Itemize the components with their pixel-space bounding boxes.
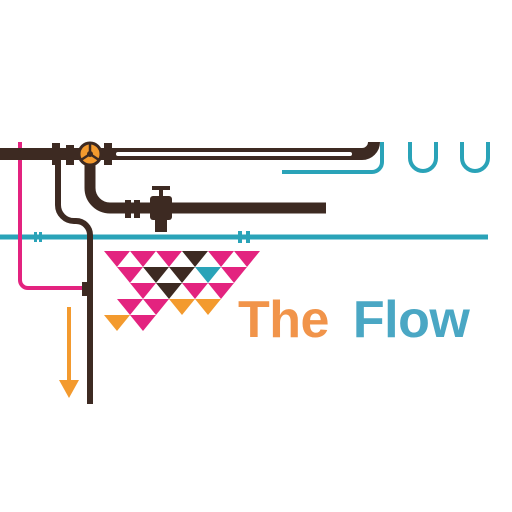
pattern-triangle	[130, 315, 156, 331]
pattern-triangle	[169, 299, 195, 315]
pattern-triangle	[208, 251, 234, 267]
brown-pipe-network	[0, 141, 380, 404]
magenta-pipe	[18, 142, 88, 290]
title-word-the: The	[238, 291, 329, 349]
pattern-triangle	[169, 267, 195, 283]
pipe-fittings	[52, 143, 140, 296]
pattern-triangle	[143, 299, 169, 315]
teal-pipe-line	[0, 231, 488, 243]
pattern-triangle	[130, 251, 156, 267]
u-trap-icon	[282, 142, 490, 174]
title-word-flow: Flow	[352, 291, 470, 349]
pipe-valve-icon	[150, 186, 172, 232]
pattern-triangle	[117, 267, 143, 283]
pattern-triangle	[182, 283, 208, 299]
pattern-triangle	[182, 251, 208, 267]
pattern-triangle	[195, 267, 221, 283]
pattern-triangle	[156, 283, 182, 299]
pattern-triangle	[156, 251, 182, 267]
down-arrow-icon	[59, 307, 79, 398]
pattern-triangle	[143, 267, 169, 283]
triangle-pattern	[104, 251, 260, 331]
pattern-triangle	[221, 267, 247, 283]
valve-wheel-icon	[77, 141, 103, 167]
pattern-triangle	[208, 283, 234, 299]
pattern-triangle	[117, 299, 143, 315]
pattern-triangle	[104, 251, 130, 267]
pattern-triangle	[130, 283, 156, 299]
pattern-triangle	[195, 299, 221, 315]
page-title: The Flow	[238, 290, 470, 350]
pattern-triangle	[104, 315, 130, 331]
pattern-triangle	[234, 251, 260, 267]
